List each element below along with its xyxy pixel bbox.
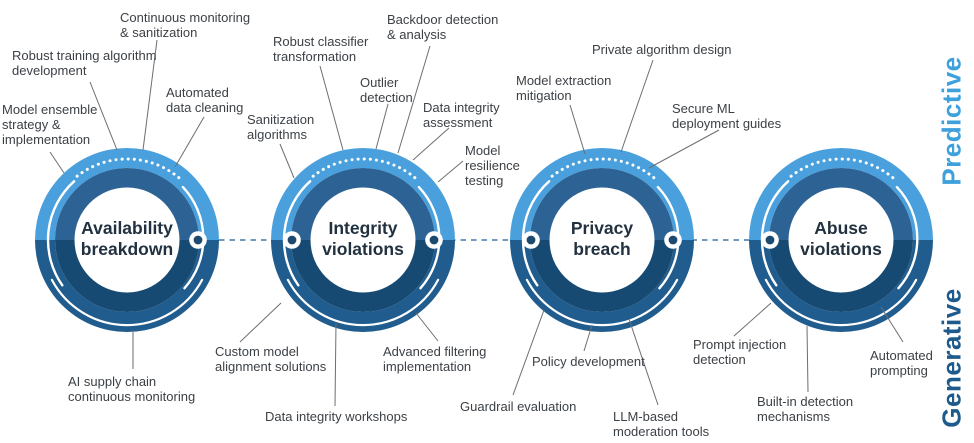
callout-secure-ml-deployment: Secure ML deployment guides xyxy=(672,101,782,131)
callout-advanced-filtering: Advanced filtering implementation xyxy=(383,344,487,374)
callout-data-integrity-workshops: Data integrity workshops xyxy=(265,409,408,424)
ring-title-integrity-violations: Integrity violations xyxy=(322,218,404,259)
leader-lines xyxy=(49,39,904,407)
leader-line xyxy=(375,103,389,150)
leader-line xyxy=(397,45,431,154)
axis-label-generative: Generative xyxy=(936,288,967,428)
callout-ai-supply-chain-monitoring: AI supply chain continuous monitoring xyxy=(68,374,196,404)
callout-private-algorithm-design: Private algorithm design xyxy=(592,42,732,57)
leader-line xyxy=(733,302,772,337)
leader-line xyxy=(806,325,809,393)
leader-line xyxy=(174,116,205,168)
leader-line xyxy=(512,309,545,396)
leader-line xyxy=(583,324,593,352)
axis-label-predictive: Predictive xyxy=(936,56,967,186)
leader-line xyxy=(334,322,337,407)
leader-line xyxy=(49,151,65,174)
leader-line xyxy=(279,143,295,179)
callout-robust-training-algorithm: Robust training algorithm development xyxy=(12,48,157,78)
leader-line xyxy=(415,312,439,342)
callout-policy-development: Policy development xyxy=(532,354,645,369)
leader-line xyxy=(569,104,586,155)
callout-automated-data-cleaning: Automated data cleaning xyxy=(166,85,244,115)
callout-llm-based-moderation: LLM-based moderation tools xyxy=(613,409,710,439)
leader-line xyxy=(628,318,659,406)
ring-title-abuse-violations: Abuse violations xyxy=(800,218,882,259)
callout-continuous-monitoring: Continuous monitoring & sanitization xyxy=(120,10,251,40)
leader-line xyxy=(880,306,904,343)
callout-robust-classifier: Robust classifier transformation xyxy=(273,34,369,64)
callout-data-integrity-assessment: Data integrity assessment xyxy=(423,100,500,130)
callout-model-resilience-testing: Model resilience testing xyxy=(465,143,520,188)
callout-model-extraction-mitigation: Model extraction mitigation xyxy=(516,73,612,103)
callout-model-ensemble-strategy: Model ensemble strategy & implementation xyxy=(2,102,98,147)
leader-line xyxy=(437,160,464,183)
callout-guardrail-evaluation: Guardrail evaluation xyxy=(460,399,577,414)
ring-title-availability-breakdown: Availability breakdown xyxy=(80,218,174,259)
leader-line xyxy=(319,65,344,151)
callout-custom-model-alignment: Custom model alignment solutions xyxy=(215,344,327,374)
leader-line xyxy=(142,39,158,151)
ring-title-privacy-breach: Privacy breach xyxy=(570,218,634,259)
leader-line xyxy=(620,59,654,153)
leader-line xyxy=(648,129,720,169)
callout-prompt-injection-detection: Prompt injection detection xyxy=(693,337,787,367)
callout-built-in-detection: Built-in detection mechanisms xyxy=(757,394,854,424)
leader-line xyxy=(89,81,118,151)
callout-automated-prompting: Automated prompting xyxy=(870,348,933,378)
callout-sanitization-algorithms: Sanitization algorithms xyxy=(247,112,315,142)
leader-line xyxy=(412,127,450,161)
callout-outlier-detection: Outlier detection xyxy=(360,75,413,105)
callout-backdoor-detection: Backdoor detection & analysis xyxy=(387,12,499,42)
leader-line xyxy=(239,302,282,343)
